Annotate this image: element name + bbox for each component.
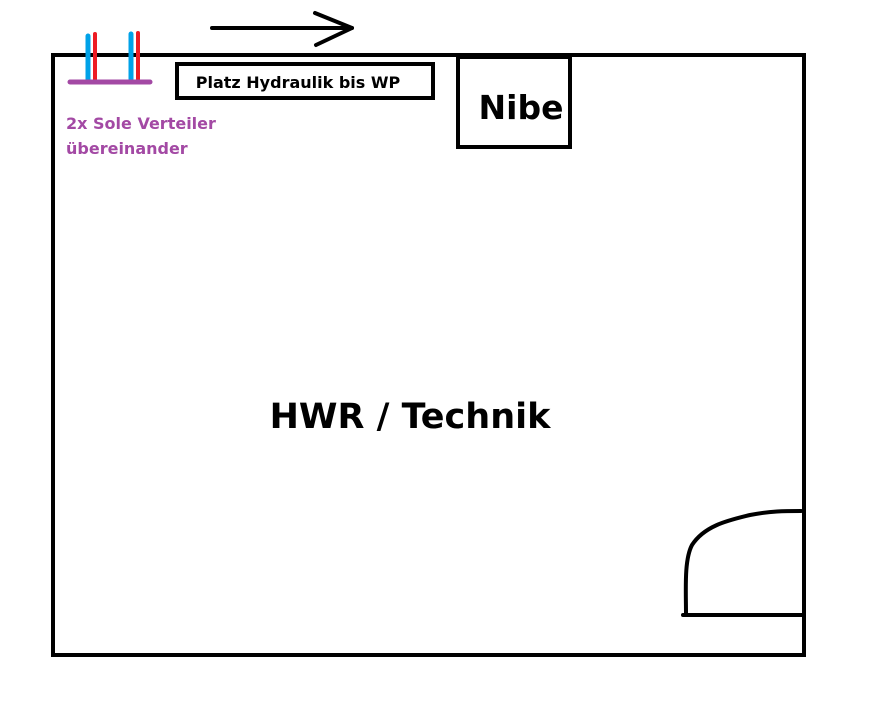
hydraulic-space-label: Platz Hydraulik bis WP — [196, 73, 401, 92]
brine-manifold — [67, 31, 153, 85]
manifold-note-line1: 2x Sole Verteiler — [66, 114, 216, 133]
room-walls — [51, 53, 806, 657]
heat-pump-label: Nibe — [479, 88, 564, 127]
room-label: HWR / Technik — [270, 397, 552, 437]
door-swing — [681, 509, 804, 617]
heat-pump-box — [456, 55, 572, 149]
hydraulic-space-box — [175, 62, 435, 100]
arrow-right-icon — [210, 11, 354, 47]
manifold-note-line2: übereinander — [66, 139, 188, 158]
